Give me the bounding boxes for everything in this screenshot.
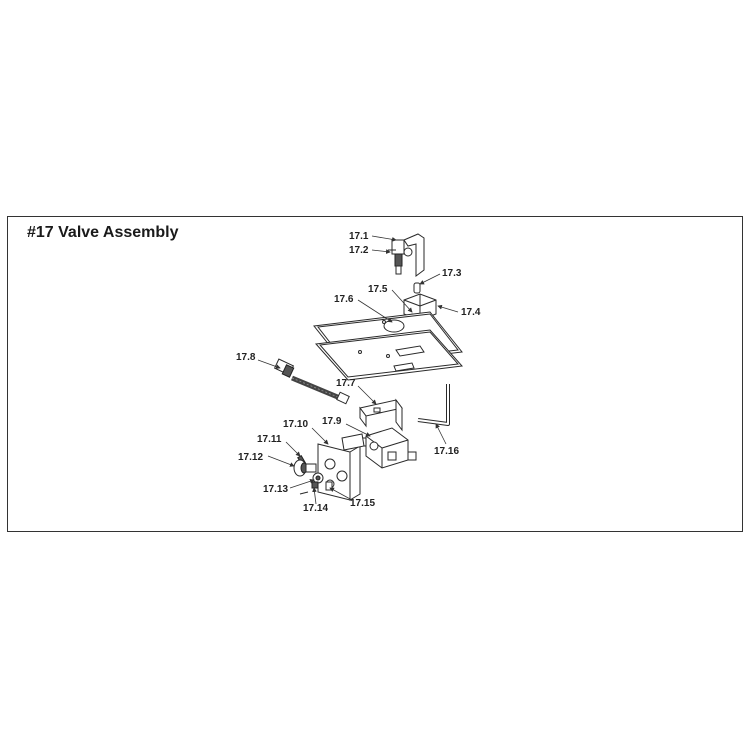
part-label-17-12: 17.12 bbox=[238, 452, 263, 463]
part-label-17-7: 17.7 bbox=[336, 378, 356, 389]
mounting-plate-drawing bbox=[313, 311, 464, 381]
part-label-17-6: 17.6 bbox=[334, 294, 354, 305]
part-label-17-9: 17.9 bbox=[322, 416, 342, 427]
part-label-17-2: 17.2 bbox=[349, 245, 369, 256]
fitting-drawing bbox=[299, 481, 333, 495]
l-rod-drawing bbox=[417, 384, 450, 426]
ignitor-drawing bbox=[312, 472, 324, 484]
part-label-17-13: 17.13 bbox=[263, 484, 288, 495]
part-label-17-8: 17.8 bbox=[236, 352, 256, 363]
part-label-17-10: 17.10 bbox=[283, 419, 308, 430]
control-knob-drawing bbox=[293, 459, 317, 477]
thermocouple-pin-drawing bbox=[413, 282, 421, 294]
pilot-assembly-drawing bbox=[388, 233, 425, 277]
diagram-frame bbox=[7, 216, 743, 532]
gas-valve-drawing bbox=[355, 427, 417, 469]
part-label-17-1: 17.1 bbox=[349, 231, 369, 242]
part-label-17-14: 17.14 bbox=[303, 503, 328, 514]
part-label-17-15: 17.15 bbox=[350, 498, 375, 509]
diagram-title: #17 Valve Assembly bbox=[27, 224, 179, 241]
valve-bracket-drawing bbox=[359, 398, 403, 432]
part-label-17-3: 17.3 bbox=[442, 268, 462, 279]
part-label-17-4: 17.4 bbox=[461, 307, 481, 318]
control-plate-drawing bbox=[317, 433, 365, 501]
gas-hose-drawing bbox=[273, 358, 350, 405]
part-label-17-5: 17.5 bbox=[368, 284, 388, 295]
part-label-17-16: 17.16 bbox=[434, 446, 459, 457]
part-label-17-11: 17.11 bbox=[257, 434, 282, 445]
leader-lines bbox=[257, 235, 459, 505]
